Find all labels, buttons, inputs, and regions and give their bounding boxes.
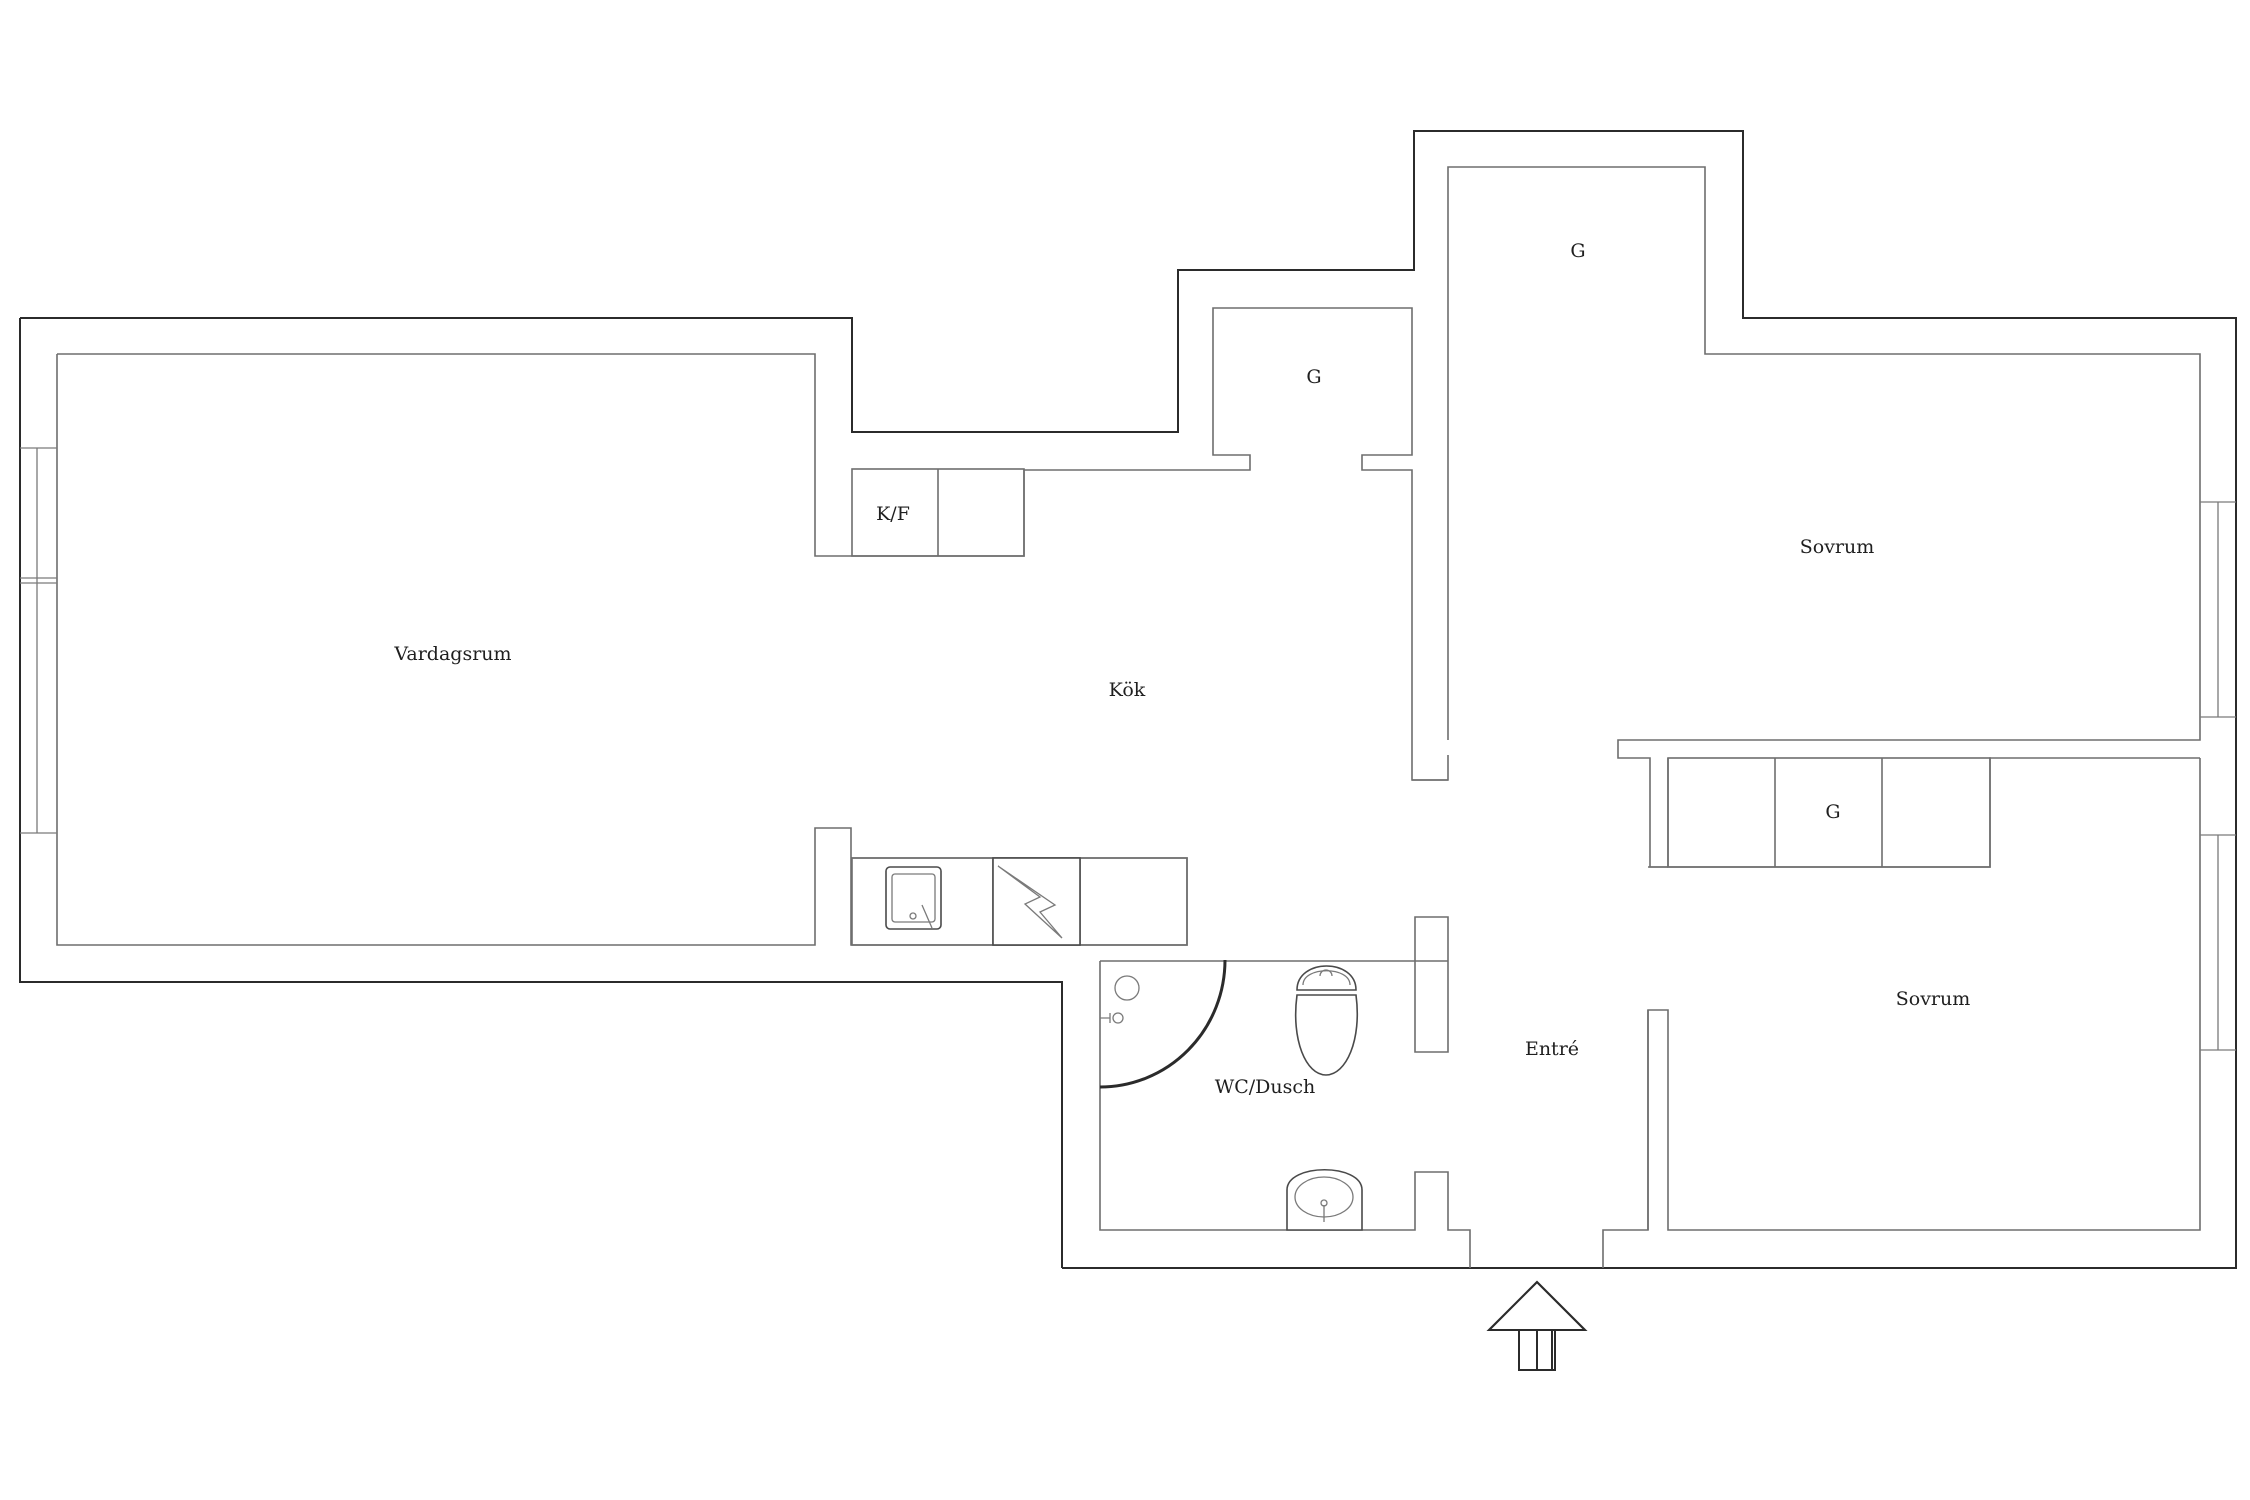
shower-icon — [1099, 959, 1227, 1089]
toilet-icon — [1294, 965, 1358, 1076]
inner-wall-living — [57, 307, 1449, 781]
room-label-kf: K/F — [876, 503, 910, 525]
arrow-up-icon — [1486, 1280, 1588, 1371]
arrow-up-icon-outline — [1486, 1280, 1588, 1371]
kitchen-sink-icon — [885, 866, 942, 930]
outer-wall — [19, 130, 2237, 1269]
room-label-g-wardrobe: G — [1825, 801, 1840, 823]
room-label-sovrum-top: Sovrum — [1800, 536, 1875, 558]
window-left — [20, 447, 57, 834]
inner-wall-living-2 — [56, 354, 1188, 946]
inner-wall-entry-left — [1099, 916, 1471, 1268]
wardrobe-bedroom2 — [1667, 757, 1991, 868]
inner-wall-top-closet — [1447, 166, 2201, 868]
room-label-entre: Entré — [1525, 1038, 1579, 1060]
room-label-g-top: G — [1570, 240, 1585, 262]
room-label-vardagsrum: Vardagsrum — [393, 643, 511, 665]
room-label-g-small: G — [1306, 366, 1321, 388]
room-label-sovrum-bottom: Sovrum — [1896, 988, 1971, 1010]
inner-wall-entry-right — [1602, 866, 1668, 1268]
window-right — [2200, 501, 2236, 1051]
kf-cabinets — [851, 468, 1025, 557]
stove-icon — [992, 857, 1081, 946]
room-label-kok: Kök — [1109, 679, 1146, 701]
room-label-wc: WC/Dusch — [1215, 1076, 1316, 1098]
wash-basin-icon — [1286, 1168, 1363, 1231]
